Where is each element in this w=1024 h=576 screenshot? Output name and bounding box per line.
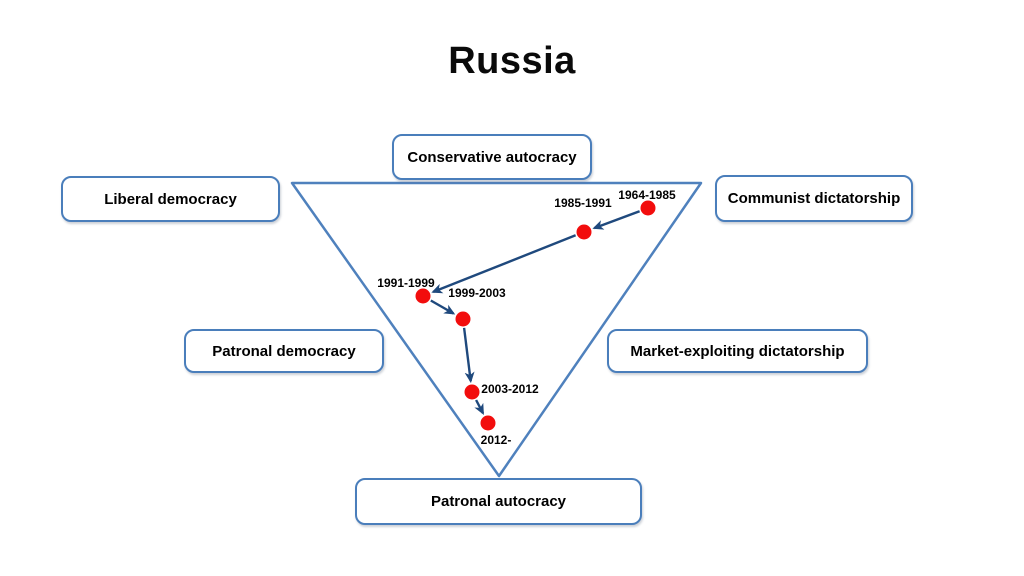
box-label: Patronal autocracy bbox=[430, 493, 567, 510]
trajectory-arrow bbox=[592, 210, 641, 230]
box-label: Conservative autocracy bbox=[407, 148, 577, 166]
triangle-outline bbox=[290, 181, 703, 478]
trajectory-point bbox=[455, 311, 471, 327]
trajectory-arrow bbox=[430, 299, 456, 315]
box-communist-dictatorship: Communist dictatorship bbox=[715, 175, 913, 222]
trajectory-arrow bbox=[474, 399, 485, 415]
box-label: Market-exploiting dictatorship bbox=[630, 342, 845, 360]
box-patronal-autocracy: Patronal autocracy bbox=[355, 478, 642, 525]
box-label: Liberal democracy bbox=[104, 190, 237, 208]
box-patronal-democracy: Patronal democracy bbox=[184, 329, 384, 373]
box-liberal-democracy: Liberal democracy bbox=[61, 176, 280, 222]
trajectory-point bbox=[480, 415, 496, 431]
trajectory-point bbox=[576, 224, 592, 240]
box-market-exploiting-dictatorship: Market-exploiting dictatorship bbox=[607, 329, 868, 373]
trajectory-arrow bbox=[431, 234, 577, 294]
trajectory-point bbox=[640, 200, 656, 216]
box-conservative-autocracy: Conservative autocracy bbox=[392, 134, 592, 180]
box-label: Communist dictatorship bbox=[727, 190, 901, 207]
trajectory-layer bbox=[415, 200, 656, 431]
trajectory-point bbox=[415, 288, 431, 304]
box-label: Patronal democracy bbox=[212, 342, 356, 360]
trajectory-point bbox=[464, 384, 480, 400]
trajectory-arrow bbox=[462, 327, 475, 384]
slide-title: Russia bbox=[448, 40, 576, 82]
